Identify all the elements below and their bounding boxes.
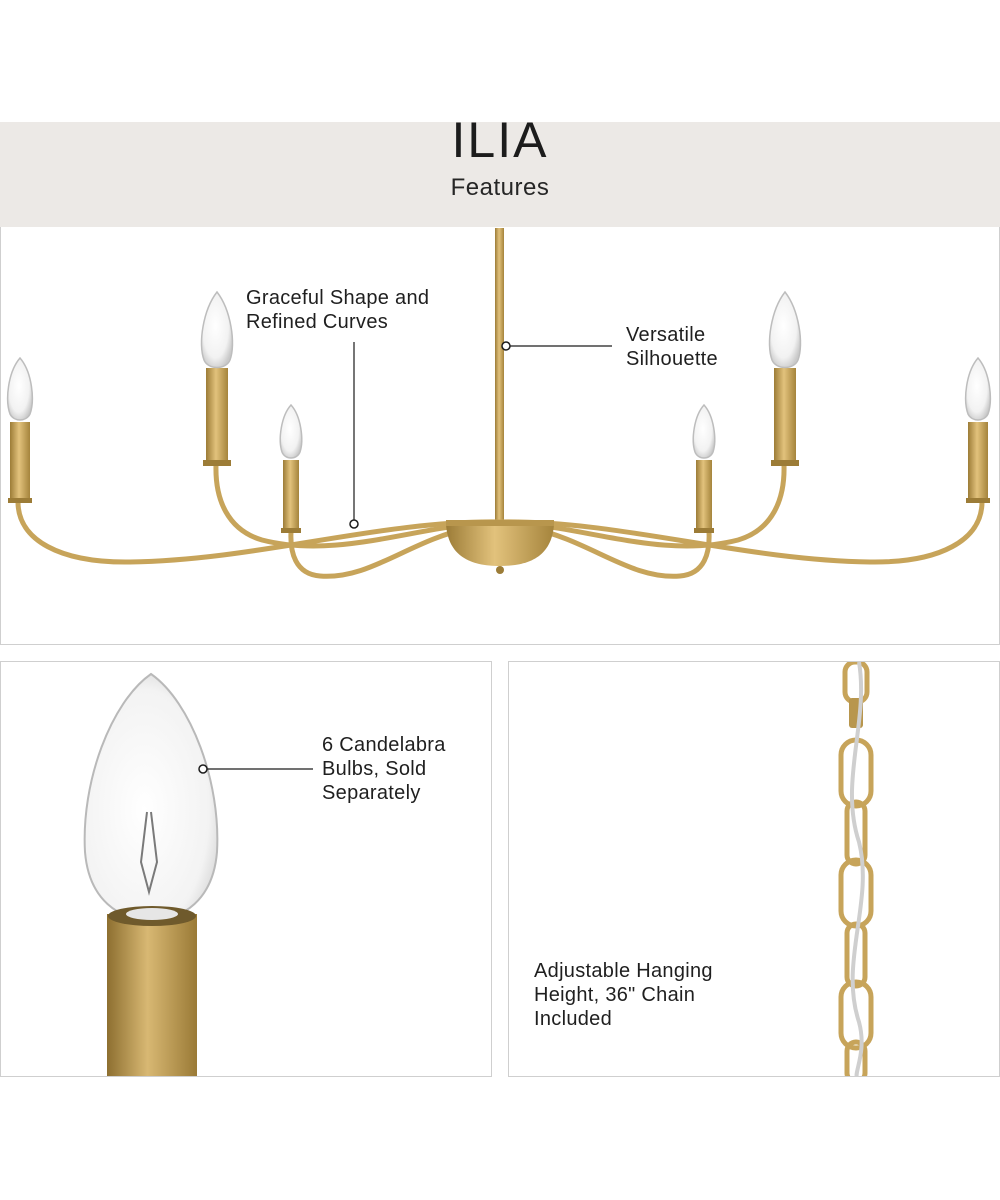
product-title: ILIA — [451, 112, 549, 168]
feature-chain-label: Adjustable Hanging Height, 36" Chain Inc… — [534, 960, 713, 1030]
callout-dot-silhouette — [501, 341, 511, 351]
feature-silhouette-label: Versatile Silhouette — [626, 324, 718, 370]
feature-shape-label: Graceful Shape and Refined Curves — [246, 287, 430, 333]
chain-detail-panel — [508, 661, 1000, 1077]
feature-bulbs-label: 6 Candelabra Bulbs, Sold Separately — [322, 734, 446, 804]
chain-closeup — [838, 662, 874, 1076]
chandelier-arms — [15, 462, 985, 579]
features-subtitle: Features — [450, 174, 550, 201]
header-band — [0, 122, 1000, 227]
bulb-detail-panel — [0, 661, 492, 1077]
candle-sockets — [10, 368, 988, 532]
callout-dot-shape — [349, 519, 359, 529]
bulb-closeup — [83, 672, 313, 1076]
candle-bulbs — [7, 290, 991, 459]
downrod — [495, 228, 504, 524]
center-bowl — [446, 524, 554, 566]
callout-lines — [353, 342, 612, 520]
chandelier-illustration — [7, 228, 991, 579]
